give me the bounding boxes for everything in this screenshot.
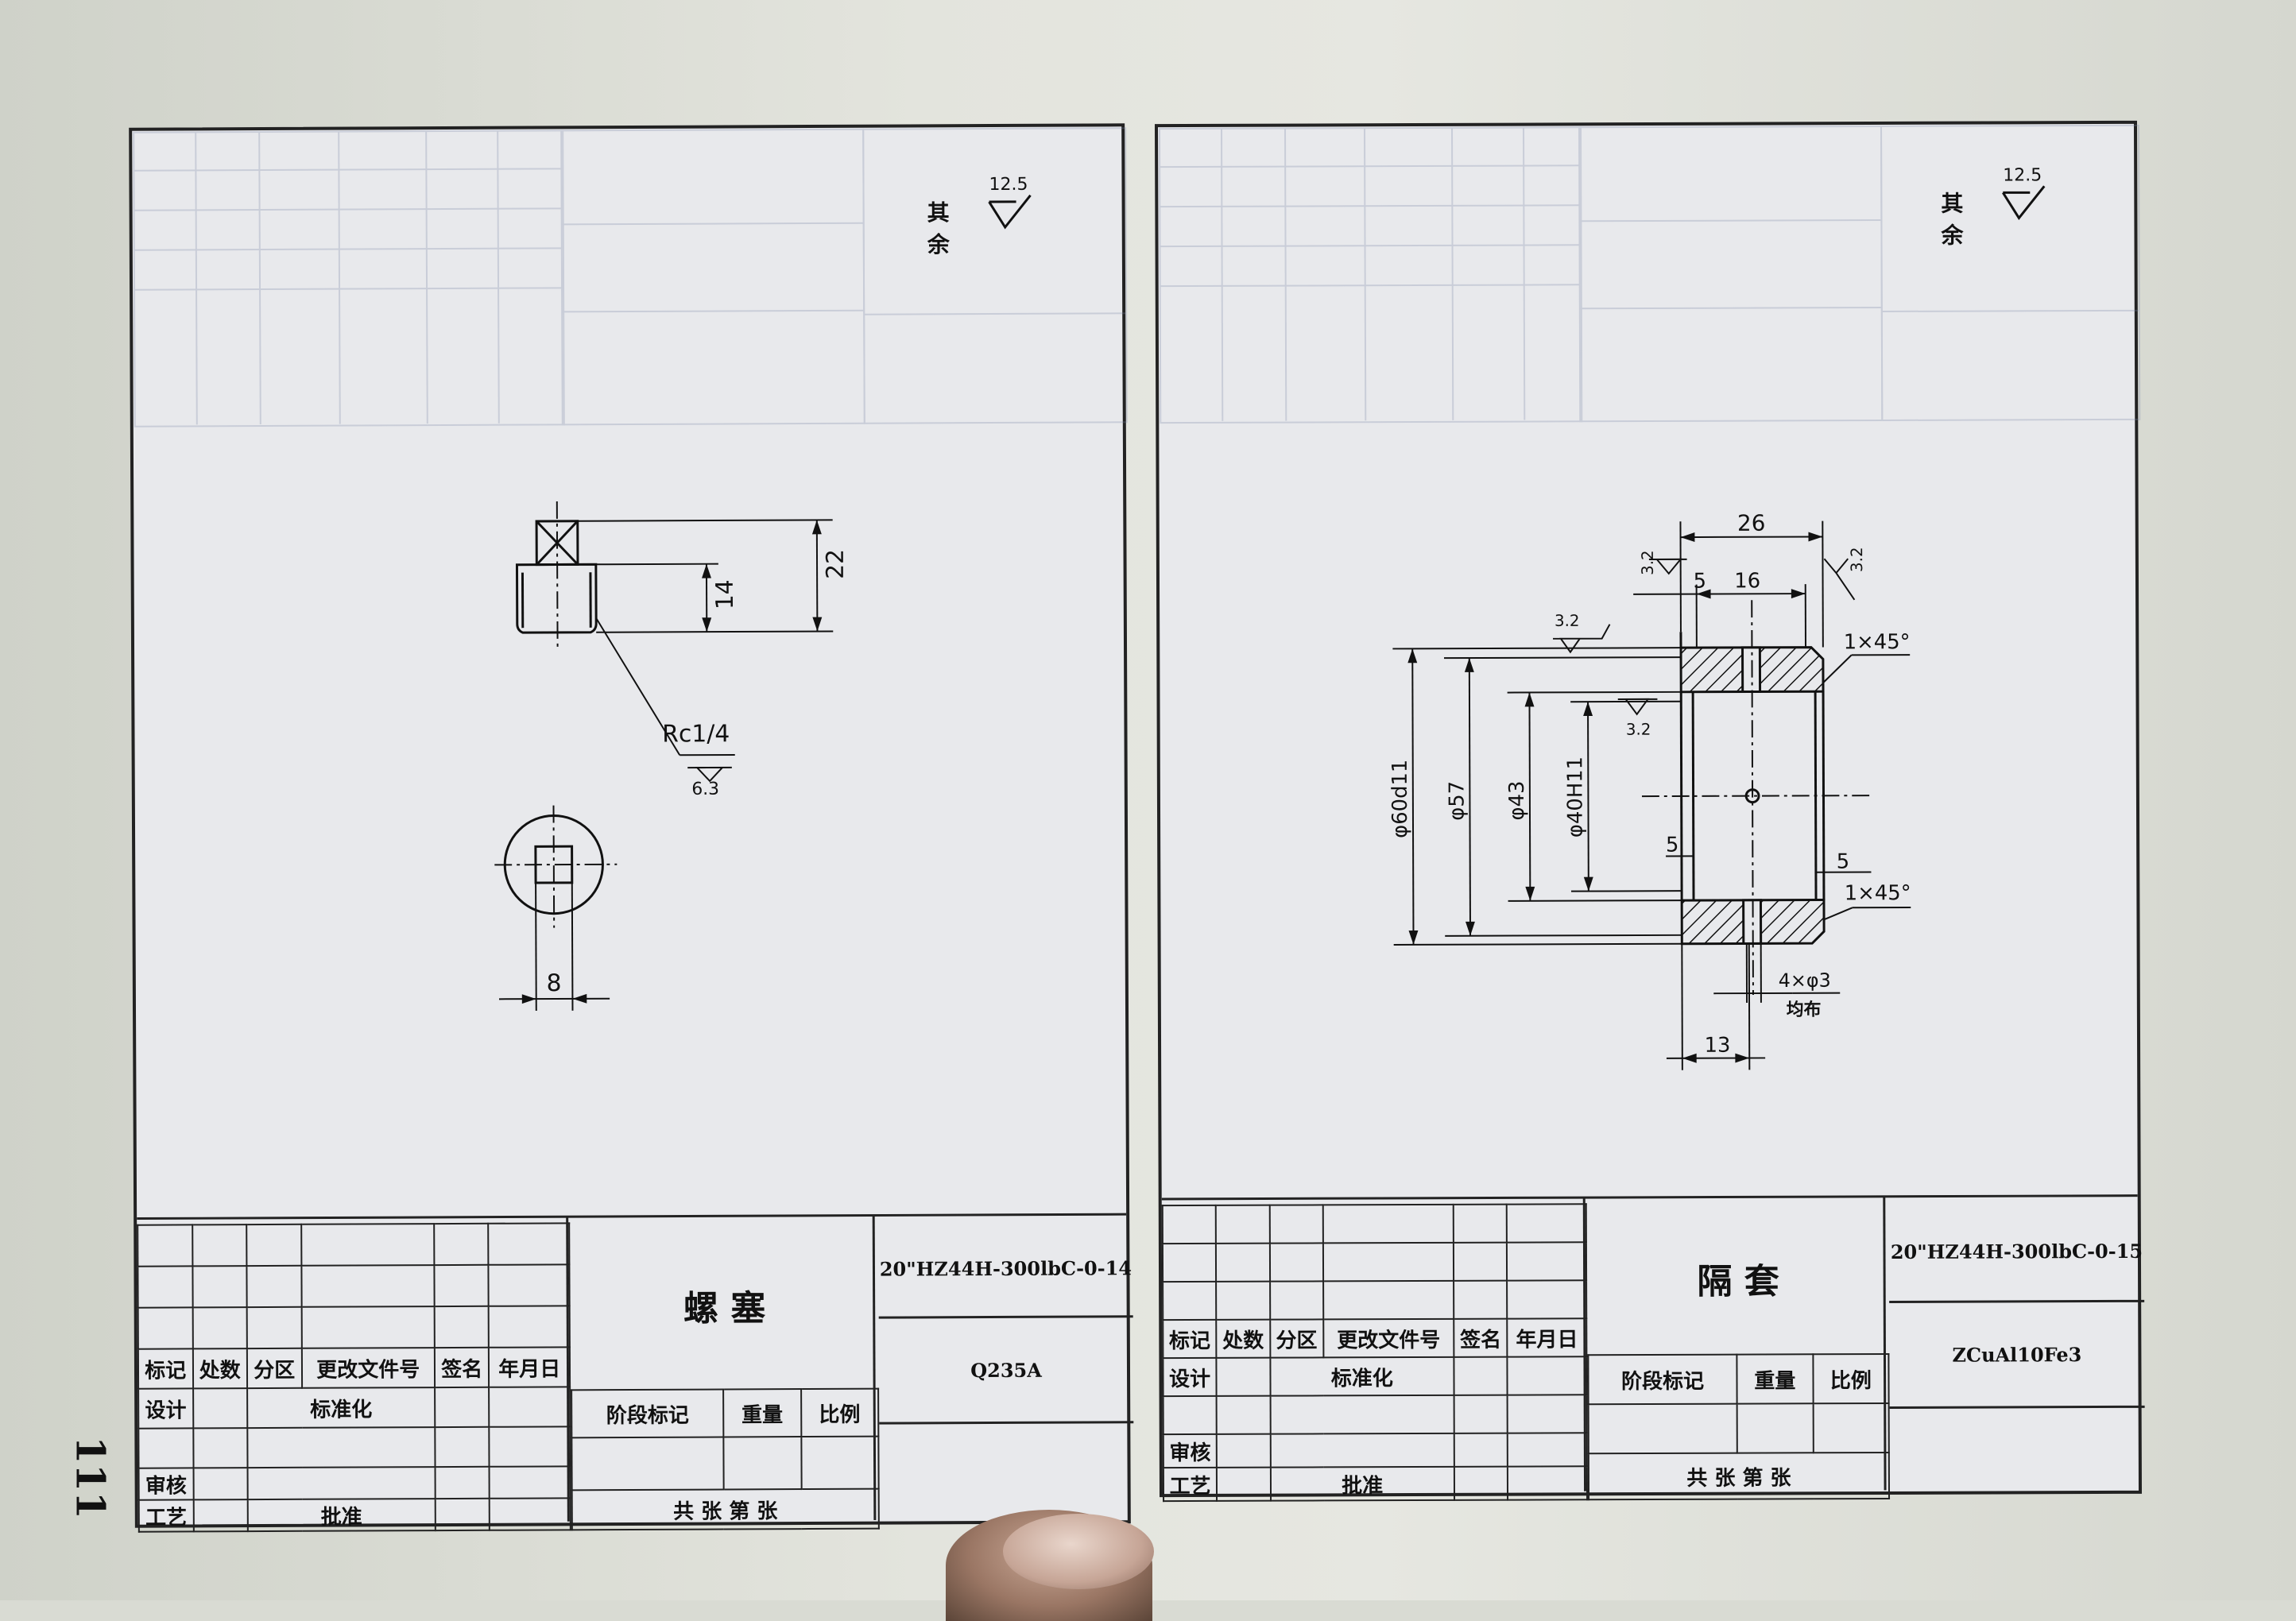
label-approve: 批准 <box>248 1499 436 1531</box>
drawing-sheet-plug: 22 14 Rc1/4 6.3 8 其余 12.5 标记 处数 <box>129 123 1131 1527</box>
dim-22: 22 <box>822 549 850 579</box>
roughness-top-left: 3.2 <box>1639 550 1657 575</box>
label-standardize: 标准化 <box>1270 1357 1454 1396</box>
finish-value: 12.5 <box>2003 165 2042 185</box>
drawing-number: 20"HZ44H-300lbC-0-15 <box>1889 1201 2144 1303</box>
dim-5-mid: 5 <box>1666 834 1679 857</box>
label-design: 设计 <box>1163 1358 1216 1396</box>
dim-5-right: 5 <box>1837 850 1850 874</box>
hdr-zone: 分区 <box>247 1348 302 1388</box>
hdr-change-doc: 更改文件号 <box>301 1348 435 1388</box>
roughness-6-3: 6.3 <box>691 780 719 799</box>
label-sheets: 共 张 第 张 <box>1589 1453 1889 1499</box>
hdr-date: 年月日 <box>1508 1318 1587 1356</box>
thumbnail <box>1003 1514 1154 1589</box>
revision-table-left: 标记 处数 分区 更改文件号 签名 年月日 设计 标准化 审核 工艺 批准 <box>137 1222 571 1532</box>
label-process: 工艺 <box>139 1499 194 1531</box>
dim-14: 14 <box>711 579 739 609</box>
dim-8: 8 <box>546 969 561 997</box>
material: Q235A <box>879 1317 1134 1424</box>
dim-13: 13 <box>1705 1034 1731 1058</box>
page-number: 111 <box>68 1436 114 1518</box>
drawing-number-block-left: 20"HZ44H-300lbC-0-14 Q235A <box>878 1220 1134 1527</box>
drawing-number-block-right: 20"HZ44H-300lbC-0-15 ZCuAl10Fe3 <box>1889 1201 2145 1498</box>
finish-value: 12.5 <box>989 175 1028 195</box>
holes-spec: 4×φ3 <box>1779 969 1831 992</box>
part-name-block-left: 螺 塞 阶段标记 重量 比例 共 张 第 张 <box>570 1221 880 1530</box>
label-scale: 比例 <box>801 1389 879 1437</box>
drawing-sheet-spacer: 26 5 16 3.2 3.2 3.2 3.2 1×45° 1×45° φ60d… <box>1155 121 2142 1497</box>
roughness-bore: 3.2 <box>1626 721 1651 739</box>
dim-16: 16 <box>1734 569 1760 593</box>
hdr-change-doc: 更改文件号 <box>1323 1319 1454 1358</box>
roughness-symbol-icon <box>2000 184 2047 224</box>
hdr-signature: 签名 <box>1454 1319 1507 1357</box>
part-name-block-right: 隔 套 阶段标记 重量 比例 共 张 第 张 <box>1587 1202 1890 1499</box>
part-name: 螺 塞 <box>570 1221 879 1390</box>
label-stage-mark: 阶段标记 <box>1588 1355 1737 1405</box>
part-name: 隔 套 <box>1587 1202 1890 1354</box>
hdr-count: 处数 <box>192 1348 247 1388</box>
label-review: 审核 <box>1163 1434 1217 1468</box>
roughness-top-right: 3.2 <box>1848 547 1866 572</box>
label-sheets: 共 张 第 张 <box>572 1489 879 1530</box>
drawing-number: 20"HZ44H-300lbC-0-14 <box>878 1220 1133 1318</box>
label-design: 设计 <box>138 1388 193 1428</box>
label-standardize: 标准化 <box>247 1387 435 1428</box>
label-process: 工艺 <box>1163 1468 1217 1501</box>
hdr-count: 处数 <box>1216 1320 1269 1358</box>
label-stage-mark: 阶段标记 <box>571 1389 723 1437</box>
dim-26: 26 <box>1737 510 1765 536</box>
label-weight: 重量 <box>1737 1354 1814 1403</box>
hdr-mark: 标记 <box>138 1348 193 1388</box>
dim-phi40h11: φ40H11 <box>1563 756 1587 838</box>
material: ZCuAl10Fe3 <box>1889 1302 2144 1409</box>
roughness-face: 3.2 <box>1555 612 1580 630</box>
dim-phi43: φ43 <box>1505 781 1529 821</box>
chamfer-bottom: 1×45° <box>1845 881 1911 905</box>
hdr-signature: 签名 <box>435 1348 490 1387</box>
chamfer-top: 1×45° <box>1844 630 1911 654</box>
revision-table-right: 标记 处数 分区 更改文件号 签名 年月日 设计 标准化 审核 工艺 批准 <box>1162 1203 1588 1502</box>
dim-phi60d11: φ60d11 <box>1388 760 1412 838</box>
thread-spec: Rc1/4 <box>662 720 730 748</box>
hdr-mark: 标记 <box>1163 1320 1216 1358</box>
label-scale: 比例 <box>1813 1354 1889 1403</box>
holes-note: 均布 <box>1787 1000 1822 1020</box>
label-approve: 批准 <box>1270 1467 1454 1501</box>
hdr-zone: 分区 <box>1270 1319 1323 1357</box>
roughness-symbol-icon <box>986 194 1034 234</box>
dim-5-top: 5 <box>1694 570 1707 594</box>
hdr-date: 年月日 <box>489 1347 570 1387</box>
dim-phi57: φ57 <box>1445 781 1469 821</box>
label-review: 审核 <box>139 1468 194 1499</box>
label-weight: 重量 <box>723 1389 801 1437</box>
